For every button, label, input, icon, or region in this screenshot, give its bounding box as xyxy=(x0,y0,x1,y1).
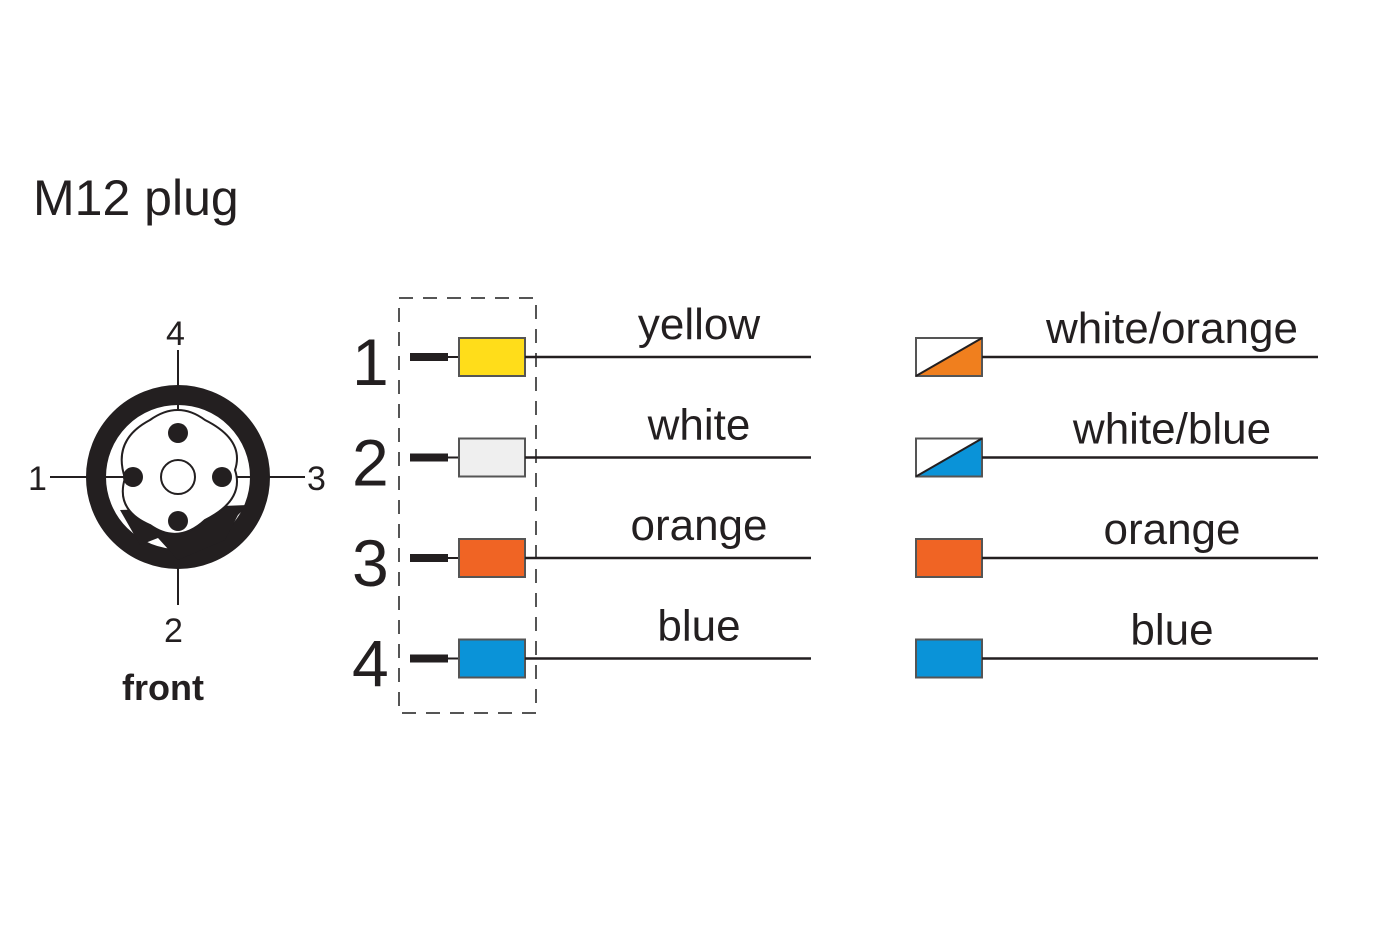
pin-number: 4 xyxy=(352,627,389,701)
wire-color-swatch xyxy=(458,538,526,578)
pair-color-swatch xyxy=(915,538,983,578)
pin-contact xyxy=(410,554,448,562)
pair-divider xyxy=(915,337,983,377)
wire-color-label: yellow xyxy=(638,300,760,349)
pin-label-3: 3 xyxy=(307,460,326,498)
pair-color-label: blue xyxy=(1130,606,1213,655)
wire-color-swatch xyxy=(458,337,526,377)
m12-connector-front-view: 4 1 3 2 front xyxy=(28,315,326,708)
pair-color-label: orange xyxy=(1103,505,1240,554)
pair-color-label: white/blue xyxy=(1072,405,1271,454)
pin-contact xyxy=(410,453,448,462)
pin-label-1: 1 xyxy=(28,460,47,498)
pin-number: 1 xyxy=(352,325,389,399)
wire-color-label: blue xyxy=(657,602,740,651)
pin-number: 2 xyxy=(352,426,389,500)
wire-color-label: orange xyxy=(630,501,767,550)
pin-label-2: 2 xyxy=(164,612,183,650)
pair-divider xyxy=(915,437,983,478)
connector-boundary xyxy=(398,297,537,714)
wire-color-swatch xyxy=(458,638,526,679)
pair-color-swatch xyxy=(915,638,983,679)
pin-label-4: 4 xyxy=(166,315,185,353)
pair-color-label: white/orange xyxy=(1045,304,1298,353)
diagram-title: M12 plug xyxy=(33,170,239,226)
pin-contact xyxy=(410,353,448,361)
pin-contact xyxy=(410,654,448,663)
pin-number: 3 xyxy=(352,526,389,600)
connector-caption: front xyxy=(122,667,204,708)
wire-color-swatch xyxy=(458,437,526,478)
wire-color-label: white xyxy=(647,401,751,450)
